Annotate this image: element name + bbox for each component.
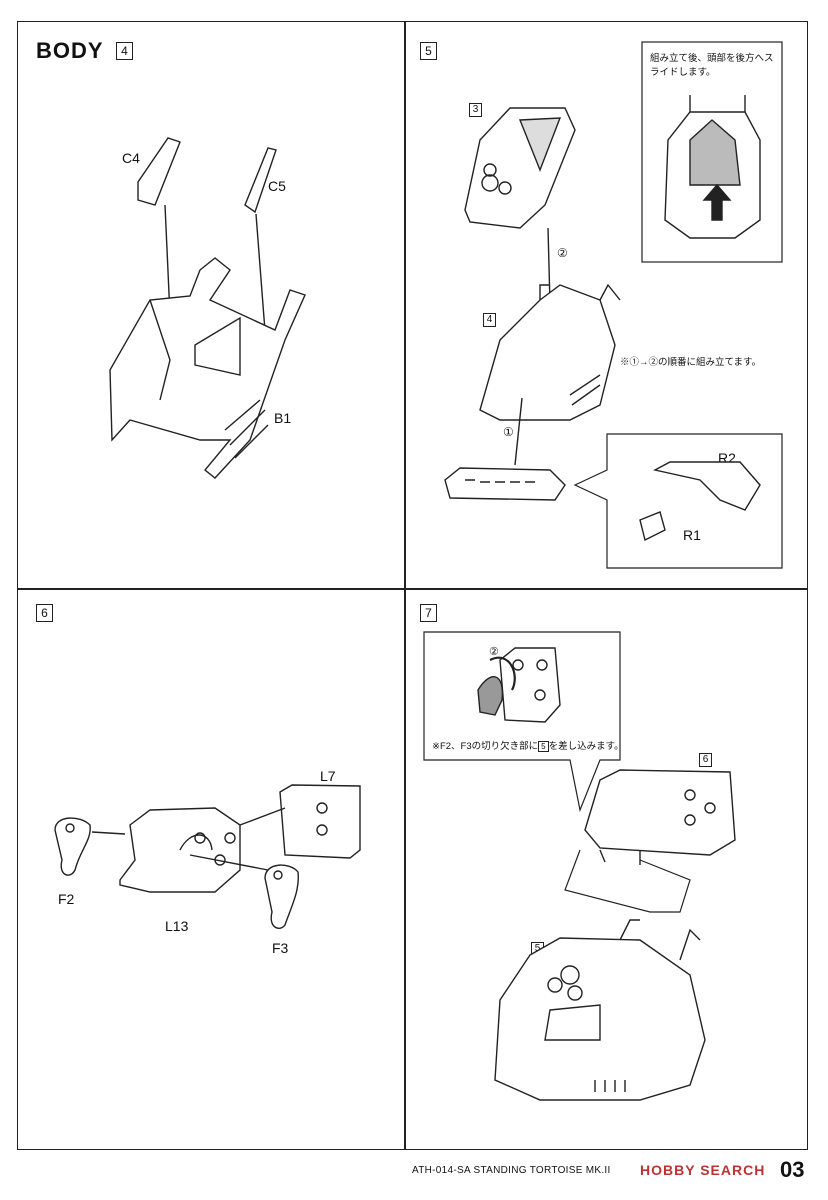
ref-part-4: 4 <box>483 313 496 327</box>
ref-part-3: 3 <box>469 103 482 117</box>
part-r1-label: R1 <box>683 527 701 543</box>
part-b1-label: B1 <box>274 410 292 426</box>
part-c4-label: C4 <box>122 150 140 166</box>
hatch-part-drawing <box>444 467 566 501</box>
column-divider <box>404 21 406 1150</box>
step7-guide <box>564 849 691 913</box>
f3-arrow <box>189 854 269 871</box>
part-c4-drawing <box>137 137 181 206</box>
part-6-assembly-drawing <box>584 769 736 865</box>
part-3-head-drawing <box>464 107 576 229</box>
step-5-number: 5 <box>420 42 437 60</box>
order-2-marker: ② <box>557 246 568 260</box>
part-l7-label: L7 <box>320 768 336 784</box>
page-frame <box>17 21 808 1150</box>
part-f2-drawing <box>54 817 91 876</box>
part-f3-drawing <box>264 864 300 929</box>
part-f3-label: F3 <box>272 940 289 956</box>
row-divider <box>17 588 808 590</box>
insert-note-ref: 5 <box>538 741 549 752</box>
order-1-marker: ① <box>503 425 514 439</box>
f2-arrow <box>91 831 126 835</box>
step-7-number: 7 <box>420 604 437 622</box>
part-l13-drawing <box>119 807 241 893</box>
l7-arrow <box>239 807 286 826</box>
step5-inset-top <box>641 41 783 263</box>
slide-head-note: 組み立て後、頭部を後方へスライドします。 <box>650 53 774 78</box>
step-4-number: 4 <box>116 42 133 60</box>
insert-note-pre: ※F2、F3の切り欠き部に <box>432 741 539 752</box>
product-code: ATH-014-SA STANDING TORTOISE MK.II <box>412 1165 611 1176</box>
watermark-logo: HOBBY SEARCH <box>640 1162 766 1178</box>
part-c5-label: C5 <box>268 178 286 194</box>
part-4-body-drawing <box>479 283 621 421</box>
step7-inset <box>423 631 621 813</box>
part-5-body-drawing <box>494 919 706 1101</box>
part-f2-label: F2 <box>58 891 75 907</box>
part-b1-drawing <box>109 257 306 479</box>
ref-part-6: 6 <box>699 753 712 767</box>
part-l7-drawing <box>279 784 361 859</box>
section-title: BODY <box>36 38 104 63</box>
step-6-number: 6 <box>36 604 53 622</box>
part-l13-label: L13 <box>165 918 189 934</box>
step5-inset-bottom <box>573 433 783 569</box>
assembly-order-note: ※①→②の順番に組み立てます。 <box>620 357 762 368</box>
insert-note-post: を差し込みます。 <box>548 741 624 752</box>
page-number: 03 <box>780 1157 805 1182</box>
inset-order-2-marker: ② <box>489 646 499 658</box>
part-c5-drawing <box>244 147 277 214</box>
step5-arrow-1 <box>514 397 523 466</box>
